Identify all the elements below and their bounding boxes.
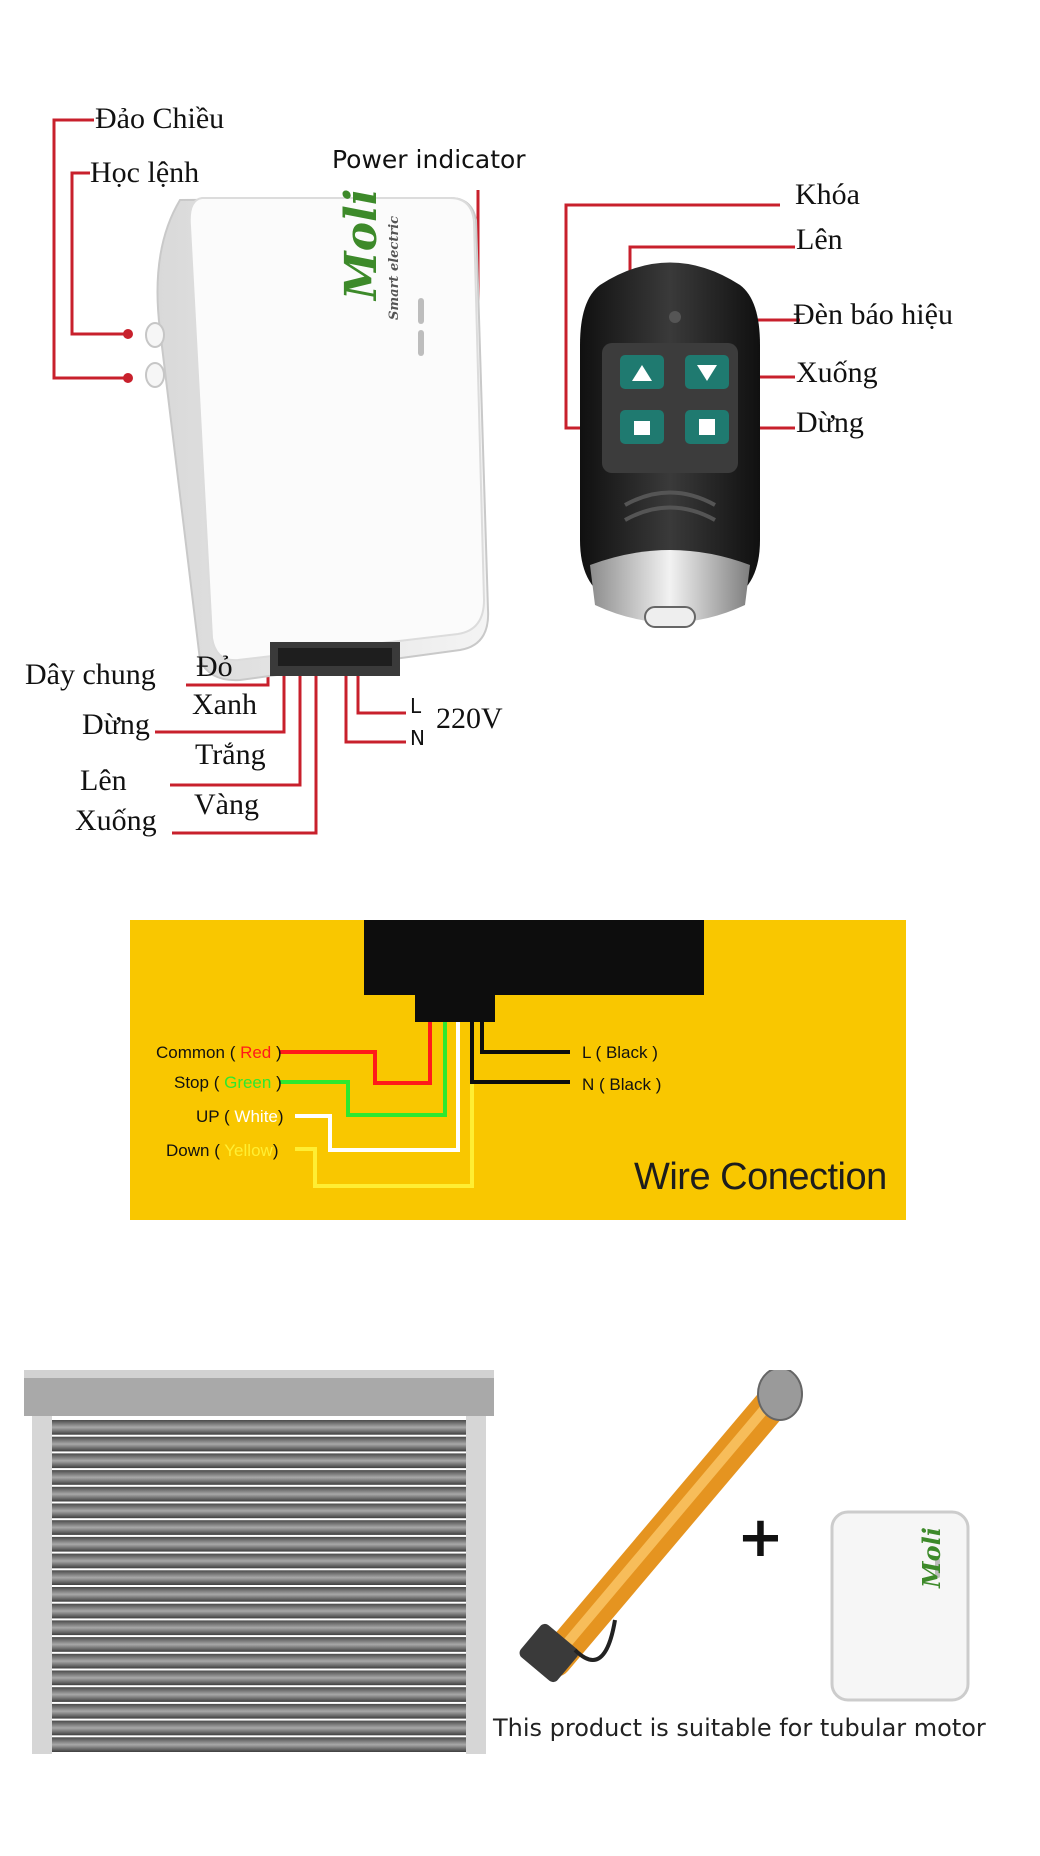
label-reverse: Đảo Chiều [95, 102, 225, 135]
label-remote-up: Lên [796, 223, 843, 256]
wire-label-down: Down ( Yellow) [166, 1141, 279, 1160]
shutter-slat [52, 1720, 466, 1736]
shutter-slat [52, 1570, 466, 1585]
remote-control [580, 262, 760, 628]
small-receiver-image [830, 1510, 970, 1702]
plus-sign: + [737, 1505, 784, 1570]
label-down: Xuống [75, 804, 157, 837]
wire-label-up: UP ( White) [196, 1107, 284, 1126]
shutter-slat [52, 1470, 466, 1485]
receiver-remote-diagram: Moli Smart electric [0, 0, 1040, 850]
wire-label-live: L ( Black ) [582, 1043, 658, 1062]
receiver-device [145, 196, 490, 682]
shutter-slat [52, 1620, 466, 1636]
wire-label-neutral: N ( Black ) [582, 1075, 662, 1094]
wire-connection-panel: Common ( Red ) Stop ( Green ) UP ( White… [130, 920, 906, 1220]
receiver-logo: Moli [336, 188, 387, 300]
shutter-slat [52, 1703, 466, 1719]
wire-label-stop: Stop ( Green ) [174, 1073, 282, 1092]
shutter-slat [52, 1420, 466, 1435]
label-voltage: 220V [436, 702, 503, 735]
shutter-slat [52, 1603, 466, 1619]
shutter-slat [52, 1520, 466, 1535]
shutter-slat [52, 1486, 466, 1502]
label-learn: Học lệnh [90, 156, 200, 189]
small-receiver-logo: Moli [917, 1527, 946, 1588]
wire-connection-title: Wire Conection [634, 1156, 887, 1198]
label-up: Lên [80, 764, 127, 797]
shutter-slat [52, 1653, 466, 1669]
shutter-slat [52, 1453, 466, 1469]
shutter-slat [52, 1670, 466, 1686]
shutter-slat [52, 1536, 466, 1552]
label-red: Đỏ [196, 650, 233, 683]
product-section: + Moli This product is suitable for tubu… [0, 1370, 1040, 1790]
tubular-motor-image [519, 1370, 803, 1683]
label-remote-lock: Khóa [795, 178, 860, 211]
label-remote-down: Xuống [796, 356, 878, 389]
label-live: L [410, 694, 422, 718]
roller-shutter-image [24, 1370, 494, 1754]
shutter-slat [52, 1737, 466, 1752]
receiver-logo-tagline: Smart electric [387, 215, 402, 320]
shutter-slat [52, 1553, 466, 1569]
shutter-slat [52, 1637, 466, 1652]
label-white: Trắng [195, 738, 266, 771]
shutter-slat [52, 1503, 466, 1519]
label-power-indicator: Power indicator [332, 145, 526, 174]
wire-label-common: Common ( Red ) [156, 1043, 282, 1062]
shutter-slat [52, 1587, 466, 1602]
label-green: Xanh [192, 688, 257, 721]
shutter-slat [52, 1436, 466, 1452]
label-yellow: Vàng [194, 788, 259, 821]
label-stop: Dừng [82, 708, 150, 741]
label-neutral: N [410, 726, 425, 750]
label-remote-stop: Dừng [796, 406, 864, 439]
product-caption: This product is suitable for tubular mot… [493, 1714, 986, 1742]
shutter-slat [52, 1687, 466, 1702]
label-common-wire: Dây chung [25, 658, 156, 691]
label-remote-indicator: Đèn báo hiệu [793, 298, 953, 331]
wire-diagram [280, 920, 704, 1188]
